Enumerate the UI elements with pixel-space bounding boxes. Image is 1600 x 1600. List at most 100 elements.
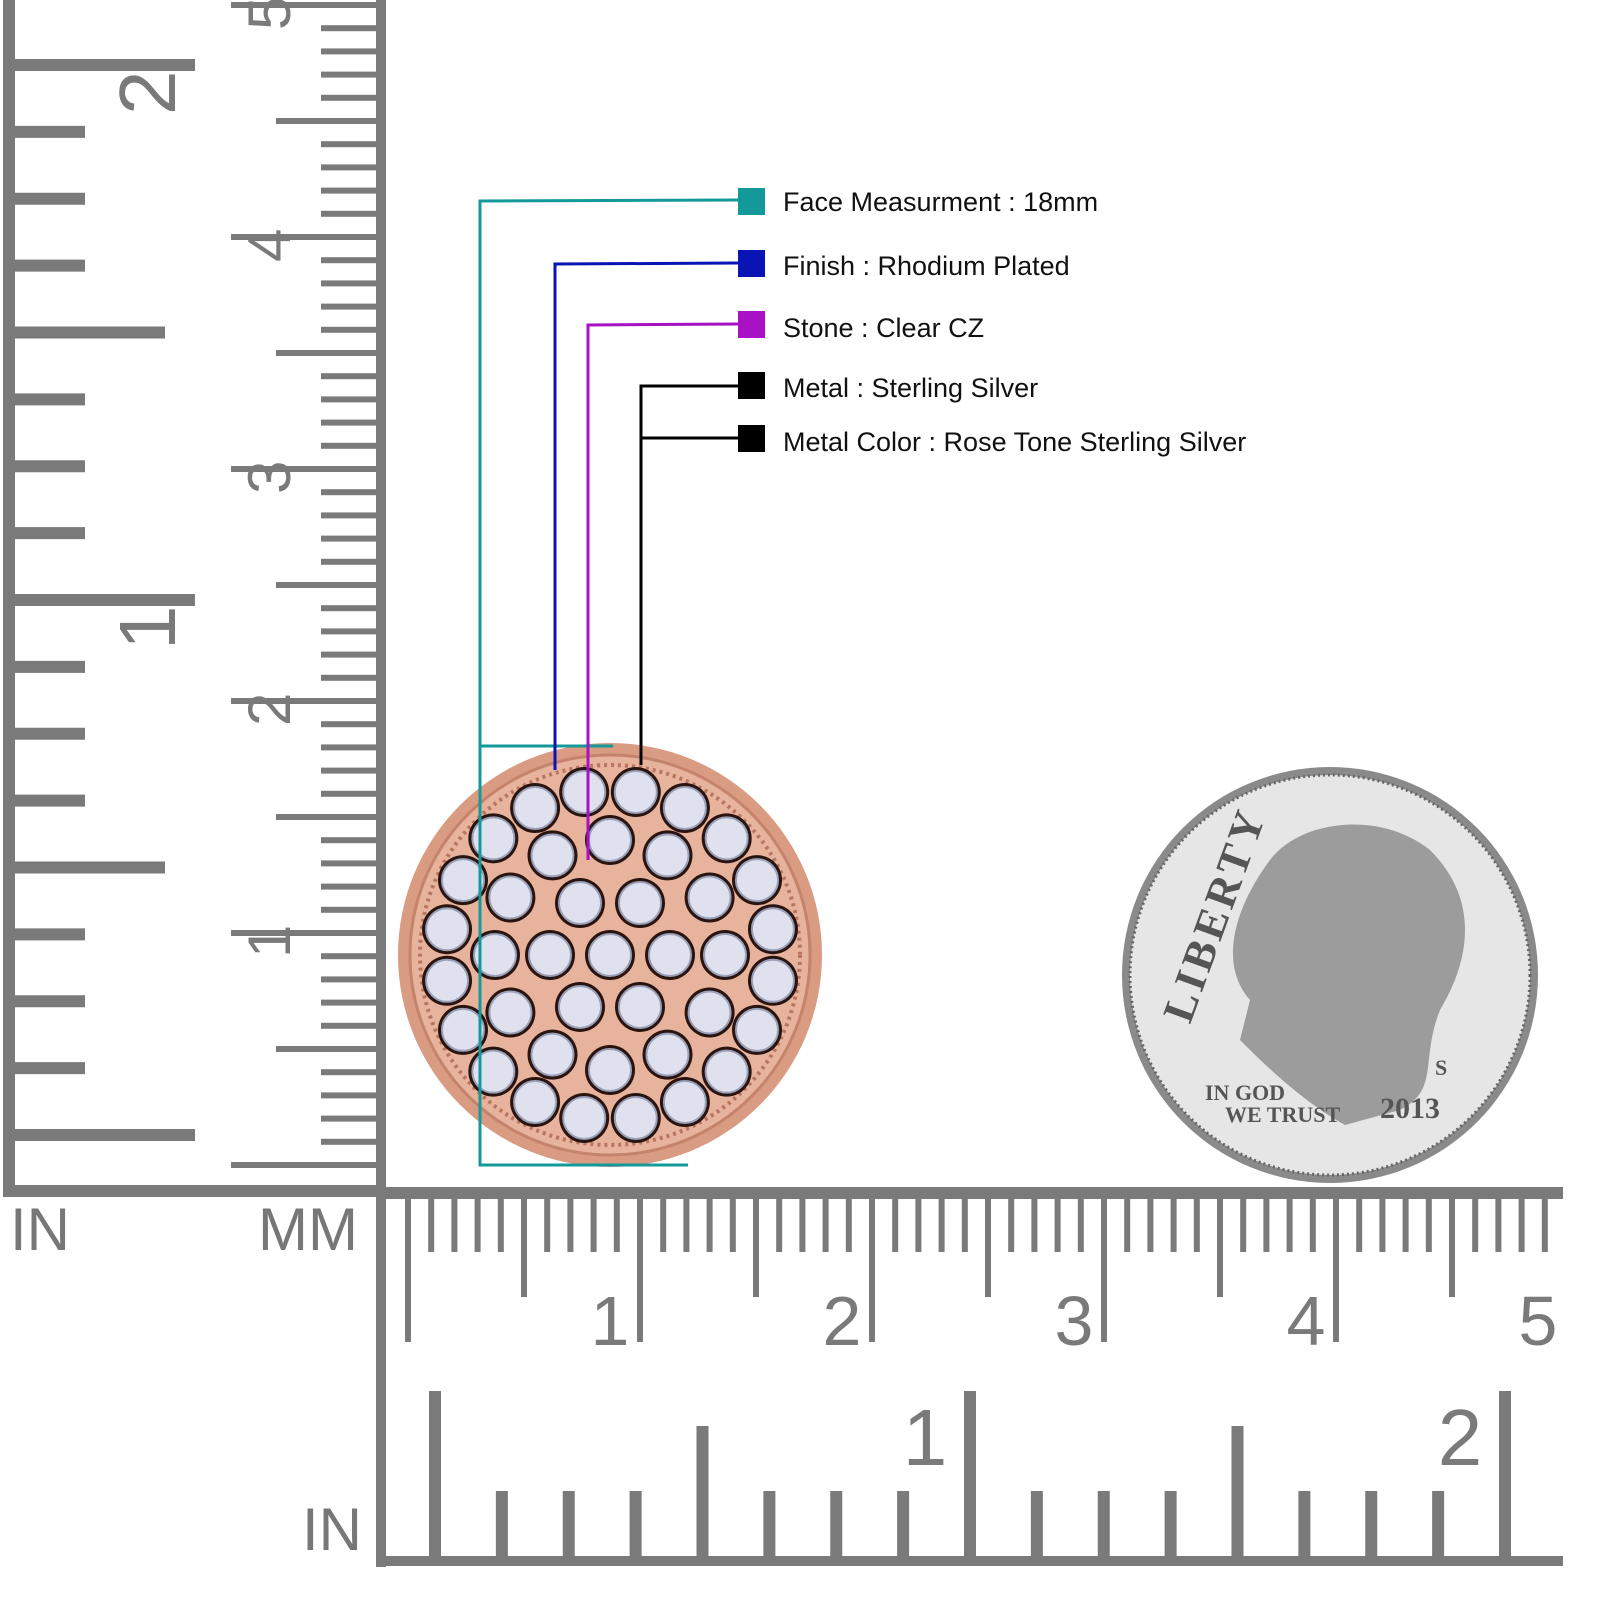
ruler-inch-tick xyxy=(15,527,85,540)
ruler-mm-tick xyxy=(1286,1197,1293,1252)
ruler-vertical-cm-label: 3 xyxy=(236,461,303,494)
ruler-mm-tick xyxy=(321,999,376,1006)
cz-stone xyxy=(471,816,516,861)
legend-swatch-metal-color xyxy=(738,425,765,452)
ruler-mm-tick xyxy=(1124,1197,1131,1252)
ruler-mm-tick xyxy=(1008,1197,1015,1252)
leader-stone xyxy=(586,322,739,860)
ruler-mm-tick xyxy=(637,1197,643,1342)
ruler-inch-tick xyxy=(15,393,85,406)
ruler-vertical-in-label: 2 xyxy=(103,71,192,116)
cz-stone xyxy=(562,770,607,815)
cz-stone xyxy=(750,958,795,1003)
ruler-inch-tick xyxy=(964,1391,976,1556)
legend-swatch-metal xyxy=(738,372,765,399)
ruler-mm-tick xyxy=(428,1197,435,1252)
ruler-mm-tick xyxy=(1309,1197,1316,1252)
legend-stone: Stone : Clear CZ xyxy=(783,313,985,343)
cz-stone xyxy=(513,785,558,830)
cz-stone xyxy=(648,933,692,977)
cz-stone xyxy=(750,907,795,952)
ruler-inch-tick xyxy=(696,1426,709,1556)
ruler-mm-tick xyxy=(660,1197,667,1252)
ruler-mm-tick xyxy=(613,1197,620,1252)
ruler-mm-tick xyxy=(276,582,376,588)
cz-stone xyxy=(662,785,707,830)
cz-stone xyxy=(471,1049,516,1094)
ruler-inch-tick xyxy=(15,1062,85,1075)
coin-motto-1: IN GOD xyxy=(1205,1080,1285,1105)
ruler-inch-tick xyxy=(1030,1491,1043,1556)
ruler-inch-tick xyxy=(15,594,195,606)
ruler-vertical-edge-left xyxy=(3,0,15,1195)
ruler-inch-tick xyxy=(15,928,85,941)
ruler-mm-tick xyxy=(1541,1197,1548,1252)
ruler-mm-tick xyxy=(683,1197,690,1252)
ruler-mm-tick xyxy=(321,1115,376,1122)
ruler-inch-tick xyxy=(495,1491,508,1556)
ruler-mm-tick xyxy=(1402,1197,1409,1252)
cz-stone xyxy=(530,1032,575,1077)
cz-stone xyxy=(440,858,485,903)
ruler-mm-tick xyxy=(915,1197,922,1252)
ruler-inch-tick xyxy=(429,1391,441,1556)
ruler-mm-tick xyxy=(321,535,376,542)
cz-stone xyxy=(488,990,533,1035)
ruler-inch-tick xyxy=(15,794,85,807)
cz-stone xyxy=(618,984,662,1029)
ruler-mm-tick xyxy=(544,1197,551,1252)
ruler-mm-tick xyxy=(706,1197,713,1252)
cz-stone xyxy=(528,933,572,977)
leader-face-measurement xyxy=(478,198,739,1167)
unit-label-mm: MM xyxy=(258,1196,358,1263)
ruler-mm-tick xyxy=(822,1197,829,1252)
ruler-mm-tick xyxy=(869,1197,875,1342)
ruler-vertical-cm-label: 2 xyxy=(236,693,303,726)
ruler-mm-tick xyxy=(321,837,376,844)
cz-stone xyxy=(588,933,632,977)
ruler-mm-tick xyxy=(521,1197,527,1297)
ruler-inch-tick xyxy=(15,192,85,205)
ruler-mm-tick xyxy=(451,1197,458,1252)
ruler-mm-tick xyxy=(1472,1197,1479,1252)
ruler-mm-tick xyxy=(321,767,376,774)
ruler-mm-tick xyxy=(321,373,376,380)
legend-swatch-finish xyxy=(738,250,765,277)
ruler-inch-tick xyxy=(15,660,85,673)
ruler-mm-tick xyxy=(321,790,376,797)
ruler-mm-tick xyxy=(497,1197,504,1252)
ruler-mm-tick xyxy=(321,280,376,287)
ruler-mm-tick xyxy=(1217,1197,1223,1297)
ruler-mm-tick xyxy=(961,1197,968,1252)
ruler-inch-tick xyxy=(1097,1491,1110,1556)
ruler-horizontal-edge-top xyxy=(378,1187,1563,1199)
cz-stone xyxy=(613,770,658,815)
cz-stone xyxy=(687,875,732,920)
ruler-mm-tick xyxy=(321,883,376,890)
ruler-mm-tick xyxy=(1333,1197,1339,1342)
cz-stone xyxy=(613,1095,658,1140)
ruler-inch-tick xyxy=(15,995,85,1008)
cz-stone xyxy=(704,816,749,861)
ruler-mm-tick xyxy=(753,1197,759,1297)
ruler-inch-tick xyxy=(1365,1491,1378,1556)
ruler-inch-tick xyxy=(562,1491,575,1556)
ruler-mm-tick xyxy=(321,1069,376,1076)
earring-milgrain xyxy=(418,763,802,1147)
ruler-mm-tick xyxy=(405,1197,411,1342)
ruler-mm-tick xyxy=(1379,1197,1386,1252)
cz-stone xyxy=(645,1032,690,1077)
leader-finish xyxy=(553,261,739,770)
portrait-silhouette xyxy=(1232,824,1465,1125)
ruler-mm-tick xyxy=(938,1197,945,1252)
ruler-mm-tick xyxy=(321,674,376,681)
coin-motto-2: WE TRUST xyxy=(1225,1102,1340,1127)
ruler-mm-tick xyxy=(321,953,376,960)
ruler-inch-tick xyxy=(15,861,165,874)
cz-stone xyxy=(513,1080,558,1125)
ruler-horizontal-cm-label: 3 xyxy=(1055,1282,1094,1360)
ruler-horizontal-edge-left xyxy=(376,1187,386,1567)
ruler-mm-tick xyxy=(1518,1197,1525,1252)
ruler-mm-tick xyxy=(1054,1197,1061,1252)
